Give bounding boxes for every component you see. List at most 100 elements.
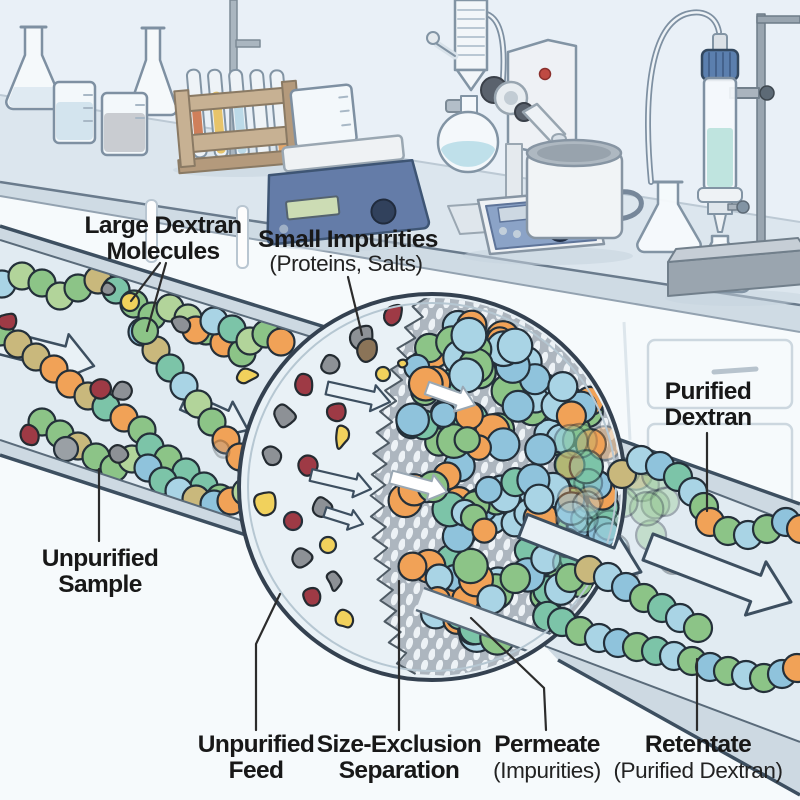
label-unpurified-sample-line1: Unpurified	[42, 545, 159, 572]
cabinet-panel	[646, 338, 794, 410]
stopcock	[736, 200, 750, 214]
lab-equipment	[5, 0, 800, 306]
retained-dextran-cluster	[387, 309, 620, 656]
tube-edge-inner	[544, 645, 800, 743]
tube-edge	[0, 453, 250, 538]
molecule-sphere	[561, 422, 598, 459]
molecule-sphere	[496, 327, 534, 365]
leader-small-impurities	[346, 275, 364, 337]
molecule-sphere	[785, 513, 800, 545]
impurity-blob	[100, 281, 117, 297]
impurity-blob	[382, 303, 403, 327]
impurity-blob	[108, 444, 130, 464]
molecule-sphere	[555, 400, 588, 432]
hotplate-knob	[370, 198, 397, 225]
molecule-sphere	[547, 371, 579, 403]
label-purified-dextran-line1: Purified	[665, 378, 751, 405]
molecule-sphere	[450, 316, 488, 354]
leader-permeate	[469, 616, 548, 732]
molecule-sphere	[52, 435, 80, 463]
molecule-sphere	[575, 485, 604, 514]
cabinet-handle	[145, 199, 158, 263]
molecule-sphere	[628, 490, 665, 527]
impurity-blob	[273, 403, 297, 429]
molecule-sphere	[640, 489, 671, 520]
retentate-flow	[516, 444, 800, 694]
membrane-pass-arrows	[388, 380, 476, 502]
flask-liquid	[441, 141, 495, 167]
molecule-sphere	[682, 612, 714, 644]
purified-dextran-chains	[546, 444, 800, 694]
clamp-knob	[759, 85, 775, 101]
impurity-blob	[397, 358, 409, 369]
label-small-impurities-line1: Small Impurities	[258, 226, 438, 253]
label-purified-dextran-line2: Dextran	[664, 404, 751, 431]
feed-tube-wall-bottom	[0, 440, 249, 536]
condenser-coils	[457, 9, 485, 56]
hotplate-button	[279, 224, 289, 234]
impurity-blob	[325, 402, 347, 423]
impurity-blob	[19, 423, 40, 447]
flow-arrow	[388, 469, 448, 502]
cabinet-stile	[622, 321, 632, 441]
impurity-blob	[111, 380, 133, 401]
impurity-blob	[291, 547, 314, 569]
label-large-dextran-line1: Large Dextran	[85, 212, 242, 239]
stand-clamp	[235, 39, 261, 48]
cabinet-handle	[711, 366, 759, 375]
molecule-sphere	[266, 327, 296, 357]
impurity-blob	[212, 439, 231, 459]
column-liquid	[707, 128, 733, 187]
flow-arrow	[308, 468, 373, 499]
molecule-sphere	[318, 535, 338, 555]
label-large-dextran-line2: Molecules	[106, 238, 219, 265]
label-unpurified-sample-line2: Sample	[58, 571, 142, 598]
molecule-sphere	[395, 402, 431, 438]
impurity-blob	[261, 445, 283, 467]
molecule-sphere	[570, 504, 599, 534]
impurity-blob	[170, 315, 192, 334]
impurity-blob	[335, 424, 351, 450]
chromatography-column-stand	[645, 9, 800, 297]
bench-lip-edge	[0, 195, 800, 333]
bath-interior	[537, 144, 611, 162]
vapor-duct	[521, 102, 567, 146]
label-size-exclusion-line1: Size-Exclusion	[317, 731, 482, 758]
leader-lines	[97, 261, 709, 732]
molecule-sphere	[556, 484, 586, 514]
molecule-sphere	[524, 433, 557, 466]
label-permeate-line1: Permeate	[494, 731, 600, 758]
label-unpurified-feed-line1: Unpurified	[198, 731, 315, 758]
impurity-blob	[253, 491, 277, 517]
stand-bar	[756, 15, 800, 24]
molecule-sphere	[474, 475, 503, 504]
column-flange	[697, 187, 743, 203]
bath-handle	[614, 189, 644, 222]
molecule-sphere	[282, 510, 304, 532]
leader-large-dextran-a	[129, 261, 162, 303]
molecule-sphere	[553, 423, 589, 459]
beaker	[289, 83, 358, 150]
label-retentate-line2: (Purified Dextran)	[613, 758, 782, 783]
label-unpurified-feed-line2: Feed	[229, 757, 284, 784]
flow-arrow	[322, 506, 365, 531]
molecule-sphere	[397, 551, 428, 582]
leader-unpurified-feed	[254, 592, 282, 732]
label-permeate-line2: (Impurities)	[493, 758, 601, 783]
impurity-blob	[0, 312, 18, 331]
label-retentate-line1: Retentate	[645, 731, 751, 758]
beaker	[52, 80, 97, 145]
molecule-sphere	[471, 517, 498, 544]
side-spout-line	[436, 43, 456, 57]
impurity-blob	[235, 367, 260, 385]
rotavap-column	[505, 143, 523, 199]
flow-arrow	[324, 380, 392, 413]
column-cap	[700, 48, 740, 82]
molecule-sphere	[130, 316, 160, 346]
molecule-sphere	[452, 547, 489, 585]
column-tubing-highlight	[646, 11, 721, 184]
spout-cap	[426, 31, 440, 45]
molecule-sphere	[486, 427, 521, 462]
